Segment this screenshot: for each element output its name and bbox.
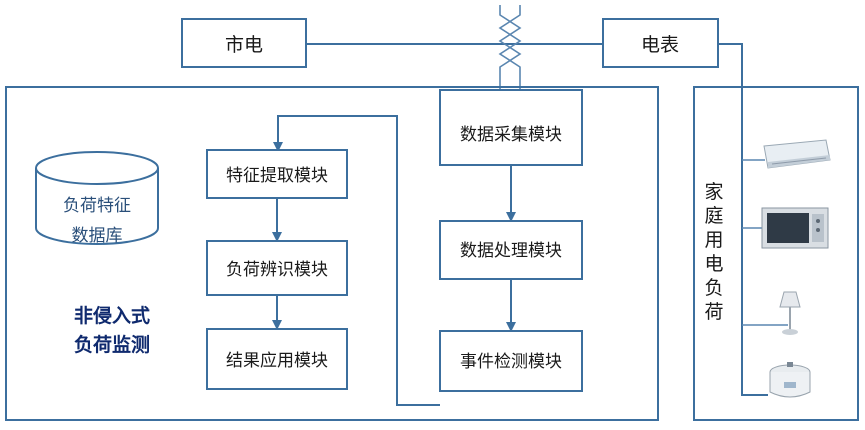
event-detection-label: 事件检测模块 (460, 352, 562, 372)
database-label-line2: 数据库 (72, 226, 123, 246)
meter-box (602, 18, 719, 68)
load-identification-box (206, 240, 348, 296)
monitor-title-line2: 负荷监测 (74, 333, 150, 356)
microwave-icon (761, 207, 829, 249)
grid-power-box (181, 18, 307, 68)
event-detection-box (439, 330, 583, 392)
household-char-3: 用 (704, 229, 723, 251)
household-char-1: 家 (704, 181, 723, 203)
database-label-line1: 负荷特征 (63, 196, 131, 216)
data-processing-label: 数据处理模块 (460, 241, 562, 261)
result-application-label: 结果应用模块 (226, 351, 328, 371)
household-char-6: 荷 (704, 301, 723, 323)
monitoring-frame (5, 86, 659, 421)
household-frame (693, 86, 859, 421)
air-conditioner-icon (763, 139, 831, 169)
load-identification-label: 负荷辨识模块 (226, 260, 328, 280)
household-char-2: 庭 (704, 205, 723, 227)
household-char-4: 电 (704, 253, 723, 275)
data-processing-box (439, 220, 583, 280)
result-application-box (206, 328, 348, 390)
meter-label: 电表 (641, 34, 679, 56)
feedback-line (273, 115, 440, 406)
data-acquisition-box (439, 89, 583, 166)
data-acquisition-label: 数据采集模块 (460, 125, 562, 145)
current-sensor-icon (498, 5, 522, 90)
meter-output-line (718, 43, 768, 396)
database-icon (35, 151, 159, 245)
monitor-title-line1: 非侵入式 (74, 304, 150, 327)
grid-power-label: 市电 (225, 34, 263, 56)
lamp-icon (779, 291, 801, 335)
household-char-5: 负 (704, 277, 723, 299)
rice-cooker-icon (769, 362, 811, 398)
feature-extraction-label: 特征提取模块 (226, 166, 328, 186)
